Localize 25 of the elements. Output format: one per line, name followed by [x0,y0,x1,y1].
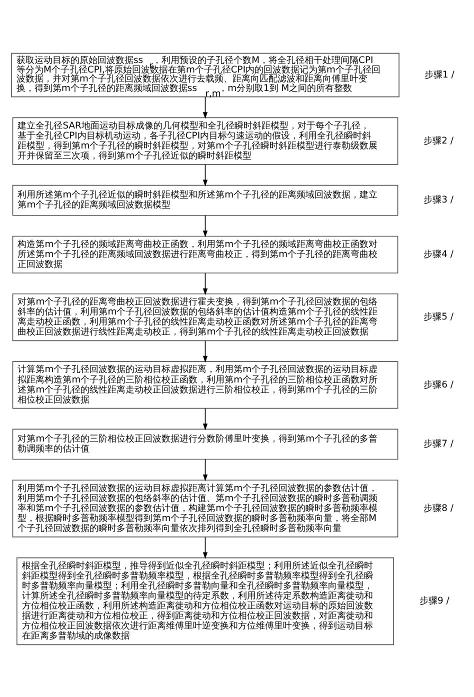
node-box: 利用第m个子孔径回波数据的运动目标虚拟距离计算第m个子孔径回波数据的参数估计值，利用第m个子孔径回波数据的包络斜率的估计值、第m个子孔径回波数据的瞬时多普勒调频率和第m个子孔径回波数据的参数估计值，构建第m个子孔径回波数据的瞬时多普勒频率模型，根据瞬时多普勒频率模型得到第m个子孔径回波数据的瞬时多普勒频率向量，将全部M个子孔径回波数据的瞬时多普勒频率向量依次排列得到全孔径瞬时多普勒频率向量 [12,479,398,537]
arrow [202,96,208,118]
node-box: 对第m个子孔径的距离弯曲校正回波数据进行霍夫变换，得到第m个子孔径回波数据的包络斜率的估计值，利用第m个子孔径回波数据的包络斜率的估计值构造第m个子孔径的线性距离走动校正函数，利用第m个子孔径的线性距离走动校正函数对所述第m个子孔径的距离弯曲校正回波数据进行线性距离走动校正，得到第m个子孔径的线性距离走动校正回波数据 [12,292,398,341]
node-label: 步骤3 / [424,194,454,206]
arrow [202,536,208,558]
node-box: 计算第m个子孔径回波数据的运动目标虚拟距离，利用第m个子孔径回波数据的运动目标虚拟距离构造第m个子孔径的三阶相位校正函数，利用第m个子孔径的三阶相位校正函数对所述第m个子孔径的线性距离走动校正回波数据进行三阶相位校正，得到第m个子孔径的三阶相位校正回波数据 [12,360,398,408]
arrow [202,340,208,362]
node-label: 步骤7 / [424,438,454,450]
node-label: 步骤1 / [424,68,454,80]
node-box: 构造第m个子孔径的频域距离弯曲校正函数，利用第m个子孔径的频域距离弯曲校正函数对所述第m个子孔径的距离频域回波数据进行距离弯曲校正，得到第m个子孔径的距离弯曲校正回波数据 [12,235,398,273]
node-label: 步骤2 / [424,134,454,146]
node-label: 步骤8 / [424,502,454,514]
node-label: 步骤6 / [424,378,454,390]
node-box: 利用所述第m个子孔径近似的瞬时斜距模型和所述第m个子孔径的距离频域回波数据，建立第m个子孔径的距离频域回波数据模型 [12,184,398,216]
node-box: 根据全孔径瞬时斜距模型，推导得到近似全孔径瞬时斜距模型；利用所述近似全孔径瞬时斜距模型得到全孔径瞬时多普勒频率模型，根据全孔径瞬时多普勒频率模型得到全孔径瞬时多普勒频率向量模型；利用全孔径瞬时多普勒向量和全孔径瞬时多普勒频率向量模型，计算所述全孔径瞬时多普勒频率向量模型的待定系数，利用所述待定系数构造距离徙动和方位相位校正函数，利用所述构造距离徙动和方位相位校正函数对运动目标的原始回波数据进行距离徙动和方位相位校正，得到距离徙动和方位相位校正回波数据，对距离徙动和方位相位校正回波数据依次进行距离维傅里叶逆变换和方位维傅里叶变换，得到运动目标在距离多普勒域的成像数据 [16,556,394,645]
node-label: 步骤4 / [424,248,454,260]
node-label: 步骤9 / [419,595,450,606]
arrow [202,272,208,295]
arrow [202,164,208,186]
node-box: 建立全孔径SAR地面运动目标成像的几何模型和全孔径瞬时斜距模型，对于每个子孔径，基于全孔径CPI内目标机动运动，各子孔径CPI内目标匀速运动的假设，利用全孔径瞬时斜距模型，得到第m个子孔径的瞬时斜距模型，对第m个子孔径瞬时斜距模型进行泰勒级数展开并保留至三次项，得到第m个子孔径近似的瞬时斜距模型 [12,116,398,164]
node-box: 对第m个子孔径的三阶相位校正回波数据进行分数阶傅里叶变换，得到第m个子孔径的多普勒调频率的估计值 [12,428,398,460]
node-label: 步骤5 / [424,311,454,322]
arrow [202,214,208,237]
arrow [202,458,208,481]
arrow [202,408,208,430]
